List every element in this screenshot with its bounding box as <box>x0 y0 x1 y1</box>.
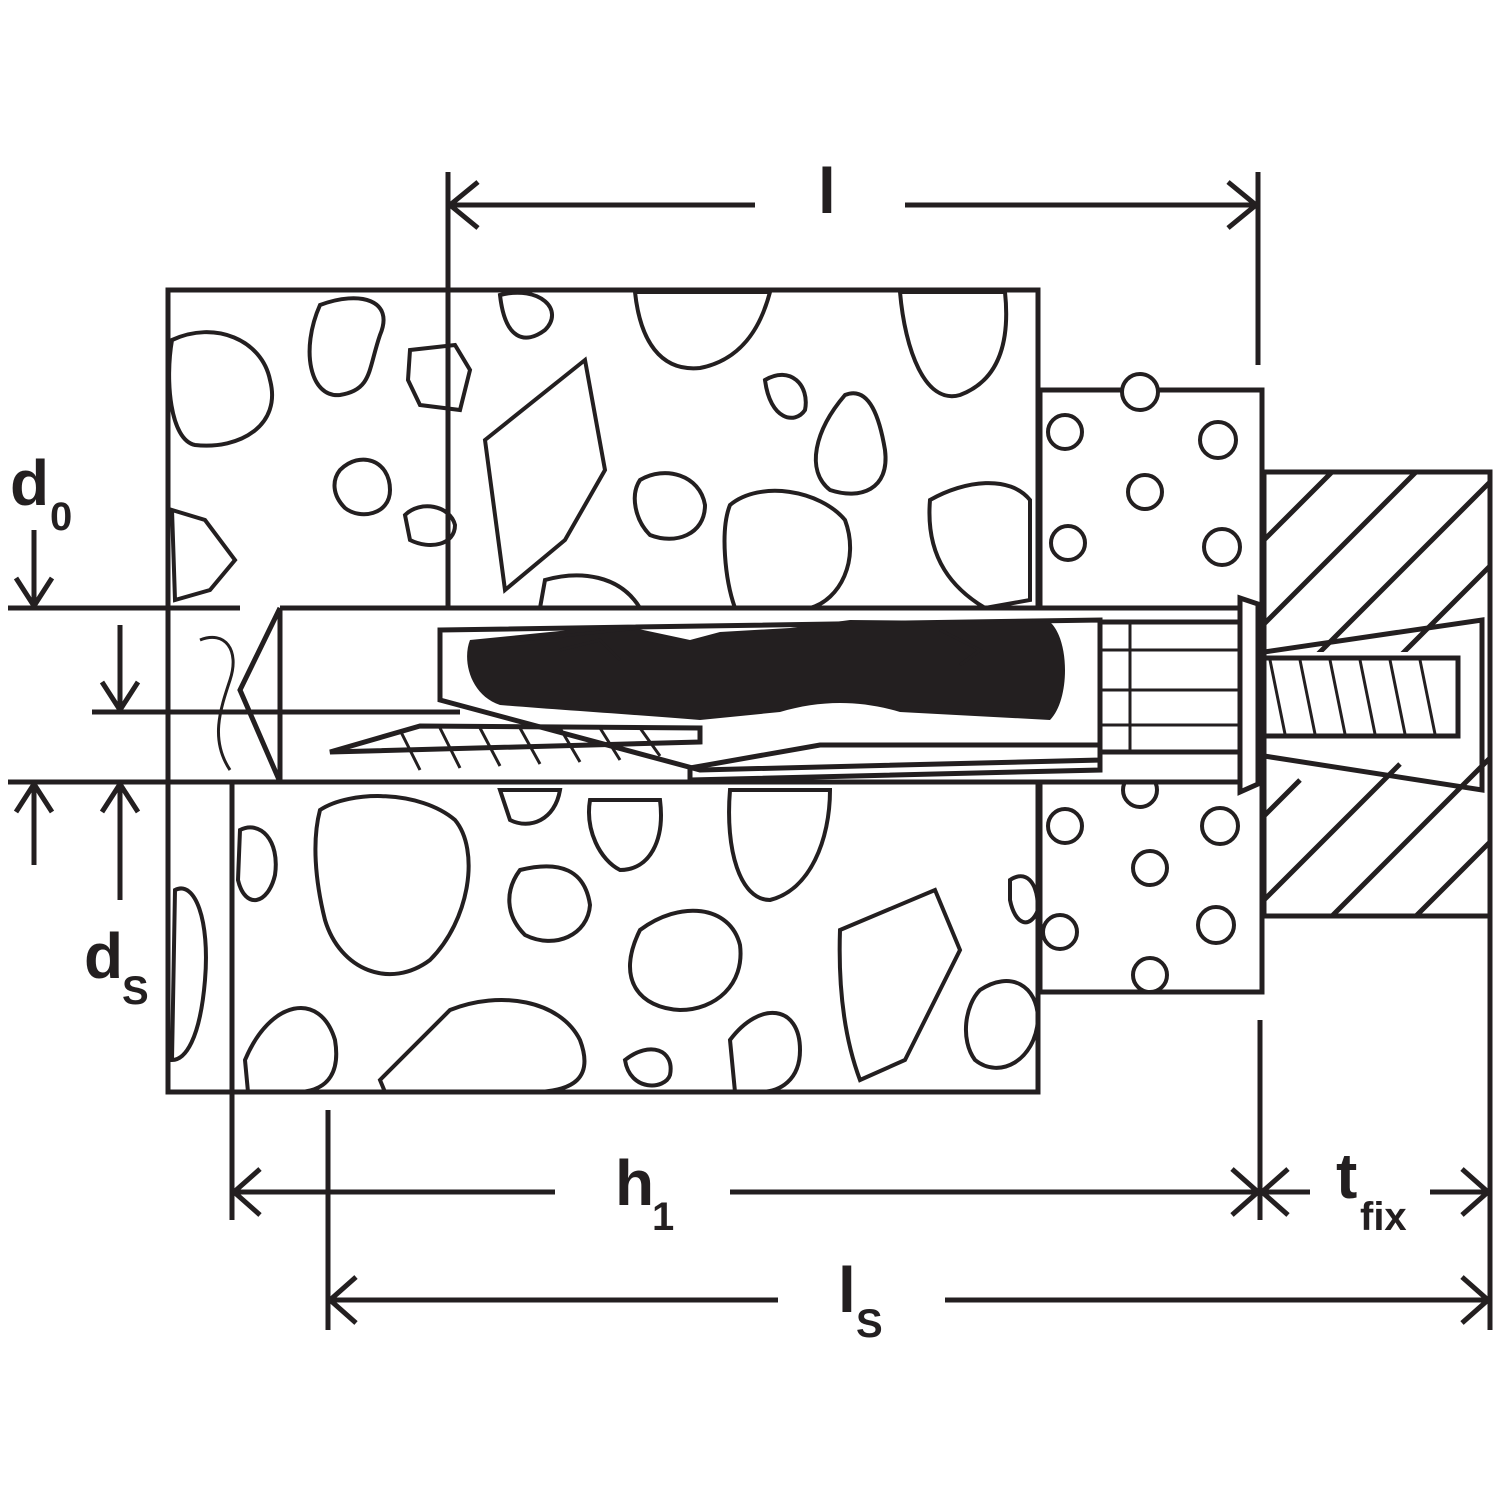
fixture-part <box>1261 469 1493 919</box>
label-ds-subscript: S <box>122 969 149 1013</box>
concrete-aggregate-top <box>168 290 1032 608</box>
label-ls-subscript: S <box>856 1302 883 1346</box>
expansion-sleeve <box>467 620 1065 720</box>
dimension-labels: l d 0 d S h 1 t fix l S <box>10 155 1407 1346</box>
label-tfix: t <box>1336 1140 1357 1212</box>
label-h1: h <box>615 1147 654 1219</box>
dimension-lines <box>8 172 1493 1330</box>
label-ds: d <box>84 920 123 992</box>
label-tfix-subscript: fix <box>1360 1195 1407 1239</box>
label-l: l <box>818 155 836 227</box>
anchor-assembly <box>329 594 1461 796</box>
label-ls: l <box>838 1254 856 1326</box>
label-d0: d <box>10 447 49 519</box>
concrete-base-material <box>165 287 1041 1095</box>
label-h1-subscript: 1 <box>652 1195 674 1239</box>
plaster-layer <box>1037 372 1265 995</box>
label-d0-subscript: 0 <box>50 495 72 539</box>
concrete-aggregate-bottom <box>169 788 1038 1092</box>
